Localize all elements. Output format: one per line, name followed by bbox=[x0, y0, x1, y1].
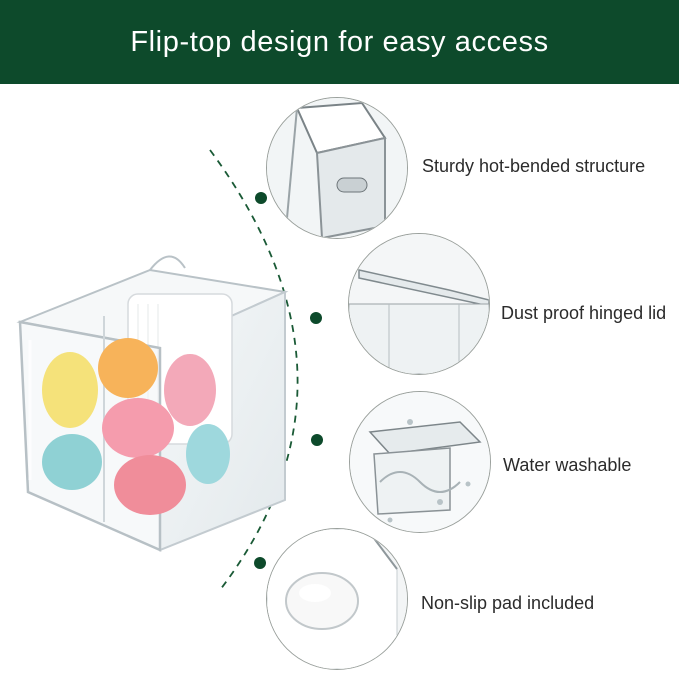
banner-title: Flip-top design for easy access bbox=[130, 25, 549, 58]
feature-label-2: Dust proof hinged lid bbox=[501, 303, 667, 323]
feature-circle-4 bbox=[266, 528, 408, 670]
hinge-corner-closeup-icon bbox=[267, 98, 407, 238]
rubber-pad-closeup-icon bbox=[267, 529, 407, 669]
feature-circle-1 bbox=[266, 97, 408, 239]
timeline-dot-3 bbox=[311, 434, 323, 446]
timeline-dot-1 bbox=[255, 192, 267, 204]
water-splash-closeup-icon bbox=[350, 392, 490, 532]
feature-circle-3 bbox=[349, 391, 491, 533]
dashed-arc bbox=[209, 149, 299, 591]
feature-label-3: Water washable bbox=[503, 455, 632, 475]
feature-circle-2 bbox=[348, 233, 490, 375]
timeline-dot-2 bbox=[310, 312, 322, 324]
feature-label-4: Non-slip pad included bbox=[421, 593, 595, 613]
hinged-lid-closeup-icon bbox=[349, 234, 489, 374]
header-banner: Flip-top design for easy access bbox=[0, 0, 679, 84]
timeline-dot-4 bbox=[254, 557, 266, 569]
feature-label-1: Sturdy hot-bended structure bbox=[422, 156, 646, 176]
acrylic-organizer-box-with-sponges-icon bbox=[16, 255, 289, 552]
